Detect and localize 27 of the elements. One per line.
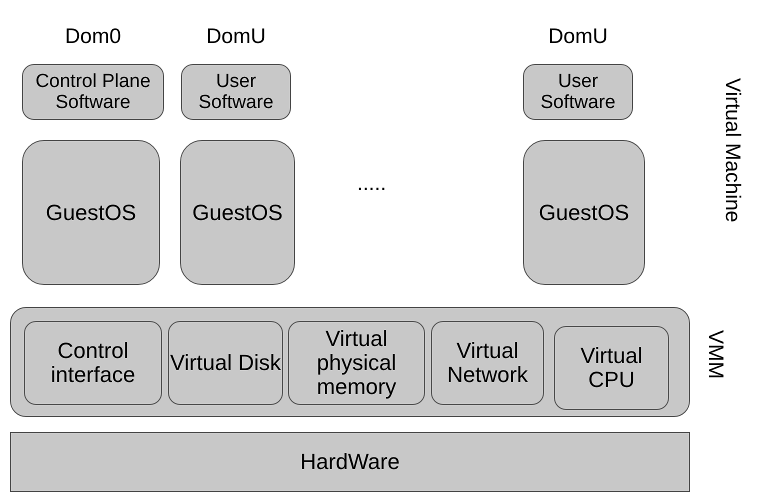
ellipsis-label: ..... xyxy=(357,172,386,196)
node-label: HardWare xyxy=(300,450,400,474)
domain-label: Dom0 xyxy=(64,25,122,49)
node-label: User Software xyxy=(540,71,616,113)
layer-label: VMM xyxy=(703,330,727,379)
layer-label: Virtual Machine xyxy=(720,78,744,222)
node-label: Virtual physical memory xyxy=(316,327,398,399)
domain-label: DomU xyxy=(205,25,267,49)
node-label: User Software xyxy=(198,71,274,113)
node-label: GuestOS xyxy=(46,200,136,224)
node-label: Control interface xyxy=(50,339,136,387)
component-box xyxy=(24,321,162,405)
domain-label: DomU xyxy=(547,25,609,49)
guest-os-box xyxy=(22,140,160,285)
guest-os-box xyxy=(523,140,645,285)
node-label: Virtual Network xyxy=(446,339,529,387)
component-box xyxy=(431,321,544,405)
node-label: Virtual CPU xyxy=(580,344,644,392)
component-box xyxy=(288,321,425,405)
guest-os-box xyxy=(180,140,295,285)
component-box xyxy=(554,326,669,410)
hardware-layer xyxy=(10,432,690,492)
node-label: GuestOS xyxy=(538,200,630,224)
component-box xyxy=(168,321,283,405)
node-label: GuestOS xyxy=(192,200,283,224)
node-label: Virtual Disk xyxy=(170,351,281,375)
node-label: Control Plane Software xyxy=(34,71,152,113)
